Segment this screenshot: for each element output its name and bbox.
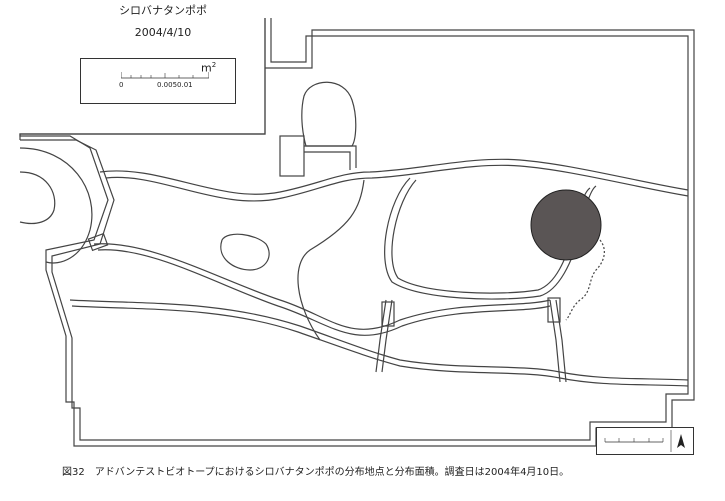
area-legend: m2 0 0.0050.01 bbox=[80, 58, 236, 104]
legend-unit: m2 bbox=[201, 61, 217, 75]
connector-right bbox=[549, 299, 567, 383]
inner-stream bbox=[297, 179, 365, 341]
scale-ruler bbox=[604, 430, 685, 452]
legend-tick-values: 0.0050.01 bbox=[157, 81, 193, 89]
small-pond bbox=[220, 233, 270, 271]
survey-date: 2004/4/10 bbox=[134, 26, 192, 39]
legend-scale bbox=[121, 72, 209, 79]
path-lower-2 bbox=[71, 305, 689, 387]
legend-tick-zero: 0 bbox=[119, 81, 124, 89]
path-upper-2 bbox=[105, 164, 689, 202]
outer-boundary-inner bbox=[20, 18, 689, 441]
map-scalebar bbox=[596, 427, 694, 455]
path-middle bbox=[93, 243, 551, 330]
path-lower bbox=[69, 299, 689, 381]
small-building bbox=[279, 135, 305, 177]
figure-caption: 図32 アドバンテストビオトープにおけるシロバナタンポポの分布地点と分布面積。調… bbox=[62, 467, 570, 478]
walkway bbox=[304, 145, 357, 170]
bridge-west bbox=[87, 232, 109, 252]
distribution-marker bbox=[530, 189, 602, 261]
path-middle-2 bbox=[97, 249, 551, 336]
outer-boundary bbox=[19, 18, 695, 447]
upper-pond bbox=[301, 81, 357, 147]
circle-feature-inner bbox=[19, 171, 56, 225]
connector-left bbox=[375, 299, 393, 373]
circle-feature-outer bbox=[19, 147, 93, 264]
north-arrow-icon bbox=[677, 434, 685, 448]
bridge-right bbox=[547, 297, 561, 323]
bridge-left bbox=[381, 301, 395, 327]
path-upper bbox=[99, 158, 689, 195]
species-title: シロバナタンポポ bbox=[119, 4, 207, 17]
stream-right bbox=[565, 239, 605, 321]
corner-enclosure bbox=[19, 18, 266, 140]
